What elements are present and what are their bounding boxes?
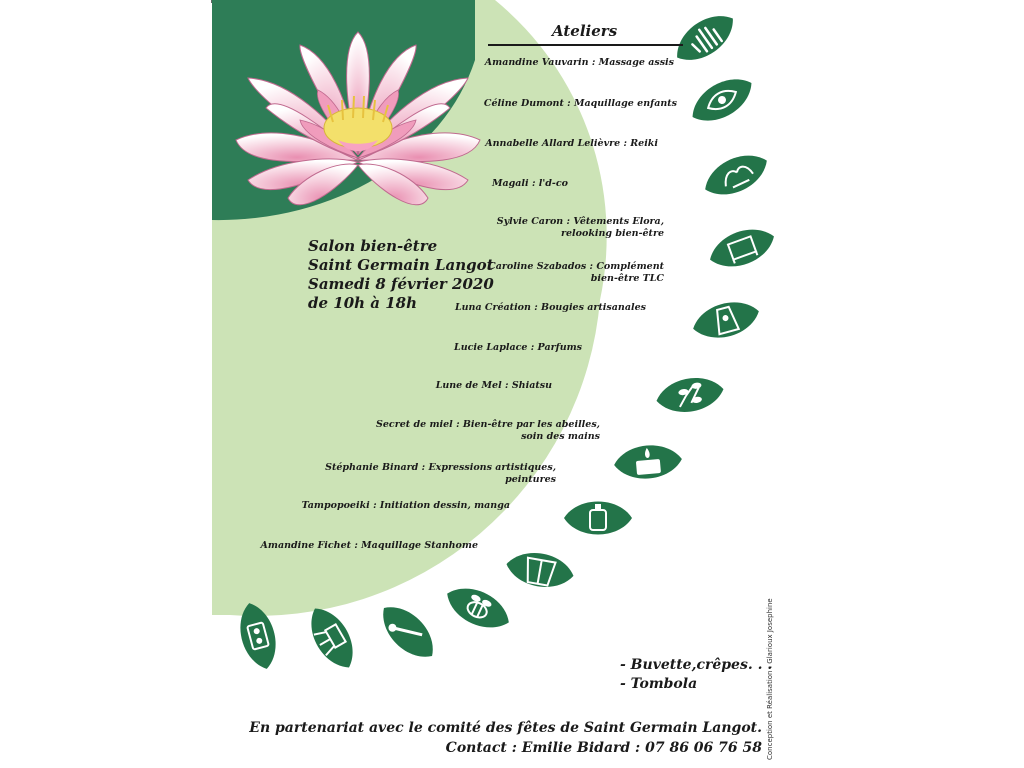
- partnership-text: En partenariat avec le comité des fêtes …: [249, 720, 762, 736]
- event-date: Samedi 8 février 2020: [308, 275, 494, 293]
- workshop-line: Annabelle Allard Lelièvre : Reiki: [485, 138, 658, 149]
- workshop-item: Magali : l'd-co: [492, 178, 568, 190]
- workshops-title: Ateliers: [552, 22, 618, 40]
- workshop-item: Amandine Vauvarin : Massage assis: [485, 57, 674, 69]
- event-title: Salon bien-être: [308, 237, 438, 255]
- workshop-item: Secret de miel : Bien-être par les abeil…: [376, 419, 600, 443]
- workshop-line: Magali : l'd-co: [491, 178, 568, 189]
- workshop-line: relooking bien-être: [560, 228, 664, 239]
- event-hours: de 10h à 18h: [308, 294, 417, 312]
- workshop-line: bien-être TLC: [590, 273, 664, 284]
- workshop-item: Céline Dumont : Maquillage enfants: [484, 98, 677, 110]
- workshop-item: Tampopoeiki : Initiation dessin, manga: [302, 500, 510, 512]
- workshop-line: Luna Création : Bougies artisanales: [454, 302, 646, 313]
- workshops-title-underline: [488, 44, 683, 46]
- workshop-line: Stéphanie Binard : Expressions artistiqu…: [325, 462, 556, 473]
- event-info: Salon bien-être Saint Germain Langot Sam…: [308, 237, 494, 313]
- footer: En partenariat avec le comité des fêtes …: [249, 718, 762, 758]
- extras-refreshments: - Buvette,crêpes. . .: [620, 657, 773, 673]
- workshop-item: Sylvie Caron : Vêtements Elora,relooking…: [497, 216, 664, 240]
- design-credit: Conception et Réalisation : Glarioux Jos…: [766, 598, 774, 760]
- lotus-flower: [235, 31, 481, 206]
- workshop-line: Amandine Fichet : Maquillage Stanhome: [260, 540, 478, 551]
- extras-raffle: - Tombola: [620, 676, 698, 692]
- workshop-line: Secret de miel : Bien-être par les abeil…: [376, 419, 600, 430]
- workshop-line: Tampopoeiki : Initiation dessin, manga: [301, 500, 510, 511]
- workshop-item: Luna Création : Bougies artisanales: [455, 302, 646, 314]
- workshop-item: Amandine Fichet : Maquillage Stanhome: [261, 540, 478, 552]
- workshop-line: soin des mains: [521, 431, 600, 442]
- workshop-item: Lucie Laplace : Parfums: [454, 342, 582, 354]
- contact-text: Contact : Emilie Bidard : 07 86 06 76 58: [445, 740, 762, 756]
- workshop-line: peintures: [505, 474, 556, 485]
- workshop-line: Lucie Laplace : Parfums: [454, 342, 582, 353]
- extras: - Buvette,crêpes. . . - Tombola: [620, 656, 772, 694]
- workshop-line: Céline Dumont : Maquillage enfants: [483, 98, 677, 109]
- event-location: Saint Germain Langot: [308, 256, 494, 274]
- workshop-item: Lune de Mel : Shiatsu: [436, 380, 552, 392]
- workshop-line: Lune de Mel : Shiatsu: [435, 380, 552, 391]
- workshop-line: Sylvie Caron : Vêtements Elora,: [496, 216, 664, 227]
- workshop-line: Amandine Vauvarin : Massage assis: [484, 57, 674, 68]
- workshop-item: Stéphanie Binard : Expressions artistiqu…: [325, 462, 556, 486]
- workshop-line: Caroline Szabados : Complément: [488, 261, 664, 272]
- workshop-item: Annabelle Allard Lelièvre : Reiki: [485, 138, 658, 150]
